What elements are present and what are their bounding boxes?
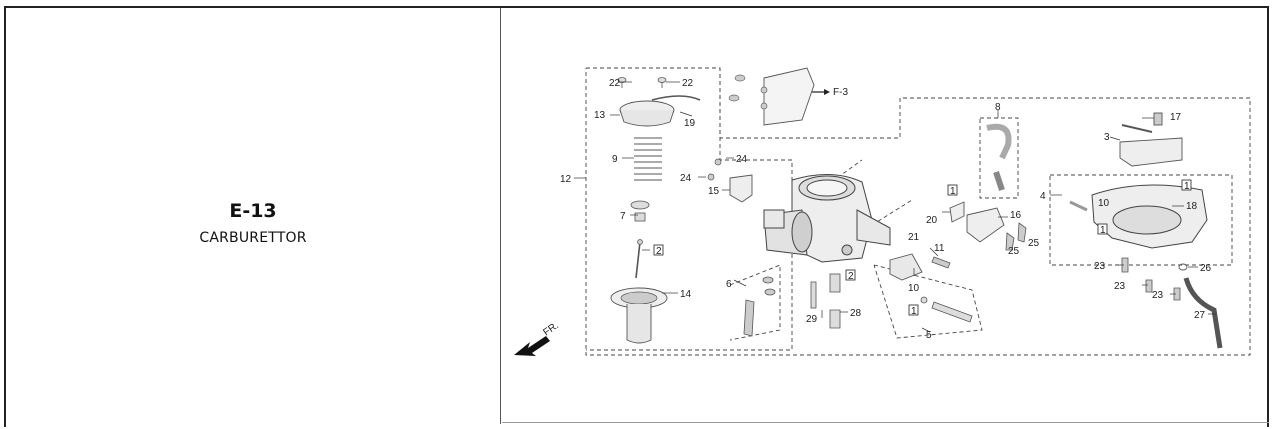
carb-top-cap — [619, 95, 701, 127]
callout-10a: 10 — [908, 283, 920, 294]
section-code: E-13 — [229, 200, 277, 222]
callout-22b: 22 — [682, 78, 694, 89]
callout-3: 3 — [1104, 132, 1110, 143]
pilot-screw-5 — [920, 296, 973, 323]
needle-retainer — [630, 200, 650, 222]
vacuum-piston — [610, 287, 668, 344]
mark-1b: 1 — [911, 306, 917, 317]
screw-22 — [617, 77, 667, 88]
callout-12: 12 — [560, 174, 572, 185]
jets-28-29 — [810, 273, 841, 329]
jet-needle — [635, 241, 641, 279]
callout-9: 9 — [612, 154, 618, 165]
cover-plate — [763, 67, 815, 126]
callout-25b: 25 — [1028, 238, 1040, 249]
screw-25 — [1005, 222, 1027, 251]
callout-5: 5 — [926, 330, 932, 341]
boxed-marks: 2 2 1 1 1 1 — [653, 179, 1192, 317]
callout-29: 29 — [806, 314, 818, 325]
front-label: FR. — [541, 320, 561, 338]
callout-10b: 10 — [1098, 198, 1110, 209]
callout-23c: 23 — [1152, 290, 1164, 301]
callout-23b: 23 — [1114, 281, 1126, 292]
callout-16: 16 — [1010, 210, 1022, 221]
group-8-outline — [979, 117, 1019, 199]
callout-28: 28 — [850, 308, 862, 319]
ref-f3-label: F-3 — [833, 87, 848, 98]
callout-11: 11 — [934, 243, 945, 254]
mark-1c: 1 — [1100, 225, 1106, 236]
screw-11 — [931, 256, 951, 269]
callout-8: 8 — [995, 102, 1001, 113]
callout-14: 14 — [680, 289, 692, 300]
group-12-outline — [586, 67, 793, 351]
group-5-outline — [873, 264, 983, 339]
screw-6 — [743, 276, 776, 337]
cable-bracket — [729, 174, 753, 203]
callout-24a: 24 — [736, 154, 748, 165]
exploded-parts-diagram: F-3 — [502, 10, 1268, 422]
mark-2b: 2 — [848, 271, 854, 282]
page-frame — [4, 6, 1269, 427]
mark-1a: 1 — [950, 186, 956, 197]
o-ring-26 — [1178, 263, 1188, 271]
callout-25a: 25 — [1008, 246, 1020, 257]
section-name: CARBURETTOR — [199, 230, 307, 246]
cover-bolts — [728, 74, 768, 110]
callout-23a: 23 — [1094, 261, 1106, 272]
leader-lines — [574, 81, 1216, 333]
callout-21: 21 — [908, 232, 920, 243]
group-4-outline — [1049, 174, 1233, 266]
callout-26: 26 — [1200, 263, 1212, 274]
mark-2a: 2 — [656, 246, 662, 257]
callout-19: 19 — [684, 118, 696, 129]
callout-27: 27 — [1194, 310, 1206, 321]
callout-20: 20 — [926, 215, 938, 226]
carburettor-body — [763, 173, 891, 263]
drain-tube-27 — [1183, 277, 1223, 349]
front-arrow-icon — [514, 336, 550, 356]
bolt-24 — [707, 158, 722, 181]
throttle-spring — [634, 137, 662, 181]
callout-24b: 24 — [680, 173, 692, 184]
group-6-outline — [729, 264, 781, 341]
callout-18: 18 — [1186, 201, 1198, 212]
vent-cover-3 — [1119, 112, 1183, 167]
screw-23 — [1121, 257, 1181, 301]
diagram-svg: F-3 — [514, 67, 1251, 356]
section-title-cell: E-13 CARBURETTOR — [6, 8, 500, 424]
callout-15: 15 — [708, 186, 720, 197]
mark-1d: 1 — [1184, 181, 1190, 192]
bottom-rule — [502, 422, 1269, 423]
float-bowl — [1069, 184, 1208, 249]
callout-13: 13 — [594, 110, 606, 121]
callout-7: 7 — [620, 211, 626, 222]
valve-16 — [949, 201, 1005, 243]
callout-6: 6 — [726, 279, 732, 290]
callout-4: 4 — [1040, 191, 1046, 202]
callout-17: 17 — [1170, 112, 1182, 123]
fuel-hose-8 — [986, 123, 1012, 191]
callout-22a: 22 — [609, 78, 621, 89]
column-divider — [500, 8, 501, 424]
callout-labels: 22 22 13 19 9 7 12 14 15 24 24 6 29 28 2… — [560, 78, 1212, 341]
